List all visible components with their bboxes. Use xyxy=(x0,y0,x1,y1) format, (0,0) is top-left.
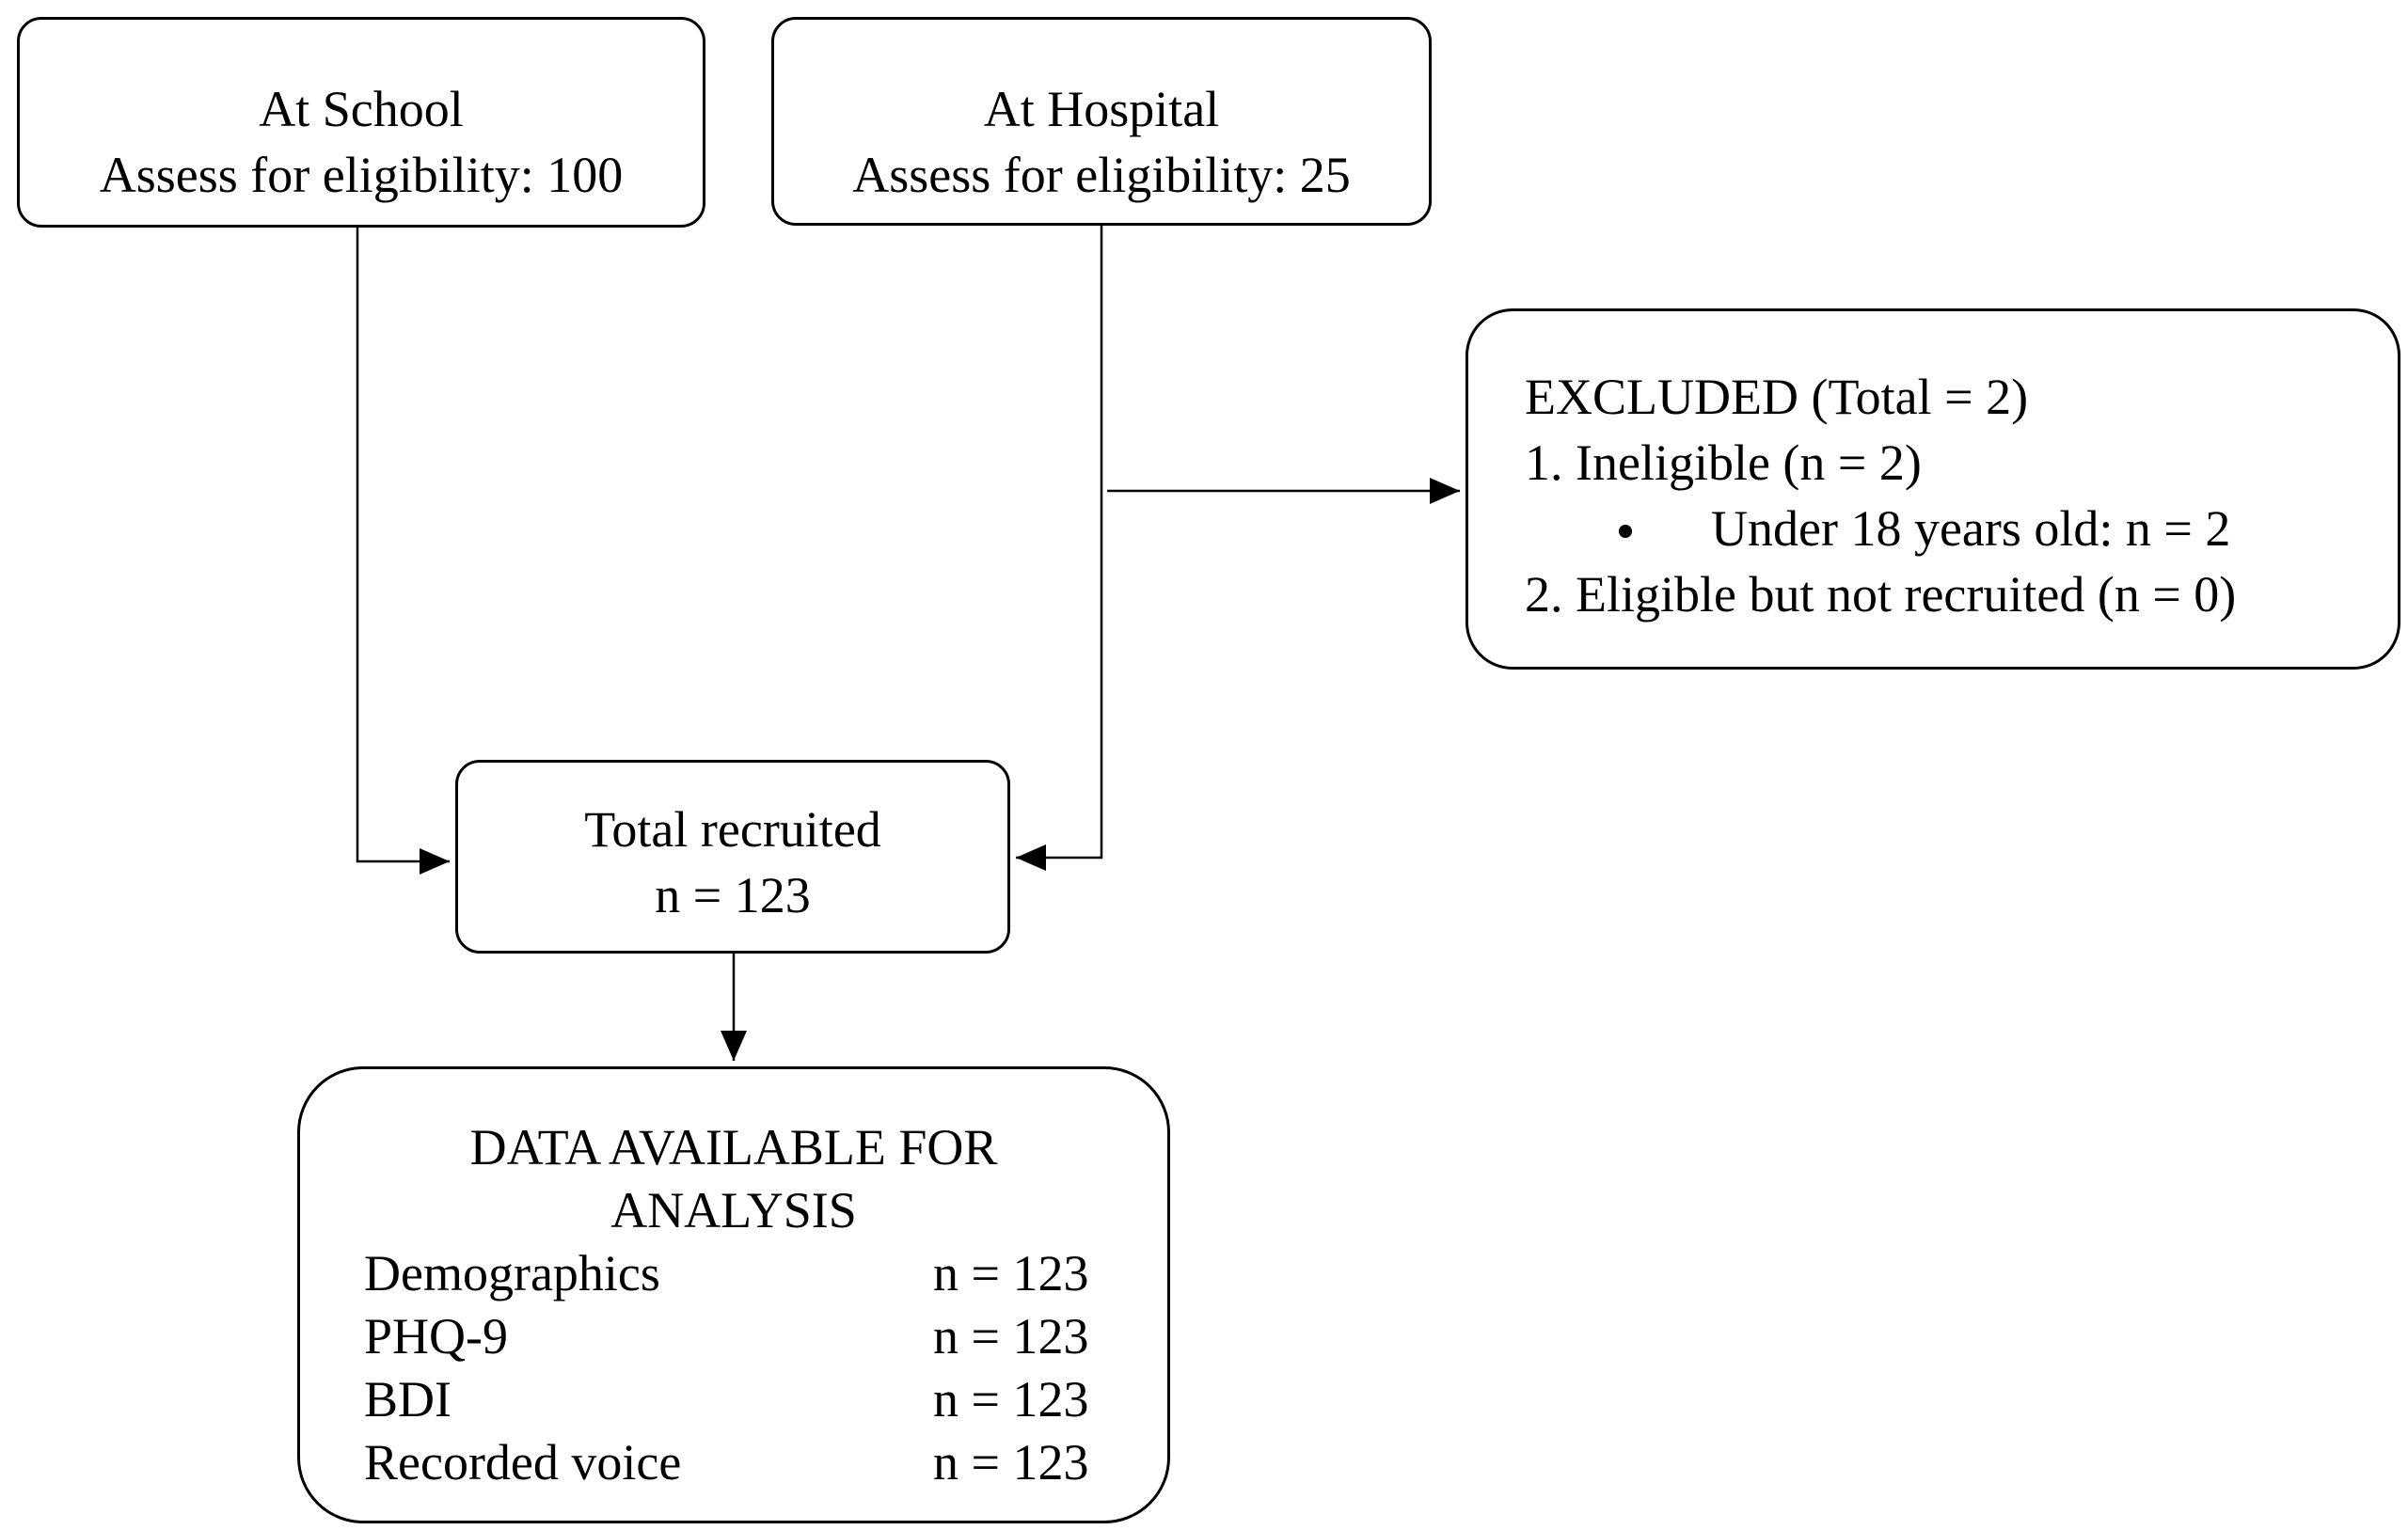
analysis-box: DATA AVAILABLE FOR ANALYSIS Demographics… xyxy=(297,1066,1170,1523)
excluded-bullet-item: Under 18 years old: n = 2 xyxy=(1525,496,2398,561)
hospital-title: At Hospital xyxy=(983,81,1220,137)
analysis-row-label: BDI xyxy=(364,1371,452,1427)
analysis-row-bdi: BDI n = 123 xyxy=(300,1368,1167,1431)
analysis-title-line1: DATA AVAILABLE FOR xyxy=(469,1119,998,1175)
hospital-box: At Hospital Assess for eligibility: 25 xyxy=(771,17,1432,226)
recruited-box: Total recruited n = 123 xyxy=(455,760,1010,954)
analysis-row-phq9: PHQ-9 n = 123 xyxy=(300,1305,1167,1368)
excluded-title: EXCLUDED (Total = 2) xyxy=(1525,369,2029,425)
analysis-title-line2: ANALYSIS xyxy=(610,1182,857,1238)
analysis-row-label: Recorded voice xyxy=(364,1434,682,1491)
analysis-row-demographics: Demographics n = 123 xyxy=(300,1242,1167,1305)
excluded-item-ineligible: 1. Ineligible (n = 2) xyxy=(1525,434,1922,491)
analysis-row-value: n = 123 xyxy=(933,1308,1089,1364)
school-title: At School xyxy=(259,81,464,137)
analysis-row-label: PHQ-9 xyxy=(364,1308,509,1364)
excluded-bullet-text: Under 18 years old: n = 2 xyxy=(1711,500,2231,557)
excluded-item-not-recruited: 2. Eligible but not recruited (n = 0) xyxy=(1525,566,2237,623)
hospital-eligibility: Assess for eligibility: 25 xyxy=(852,147,1351,203)
analysis-row-label: Demographics xyxy=(364,1245,660,1301)
bullet-icon xyxy=(1619,524,1632,538)
recruited-title: Total recruited xyxy=(584,801,881,858)
hospital-to-recruited-arrow xyxy=(1016,226,1103,860)
excluded-box: EXCLUDED (Total = 2) 1. Ineligible (n = … xyxy=(1465,308,2400,670)
analysis-row-value: n = 123 xyxy=(933,1434,1089,1491)
analysis-row-value: n = 123 xyxy=(933,1245,1089,1301)
recruited-count: n = 123 xyxy=(655,867,811,923)
school-box: At School Assess for eligibility: 100 xyxy=(17,17,705,228)
analysis-row-value: n = 123 xyxy=(933,1371,1089,1427)
school-to-recruited-arrow xyxy=(356,228,450,863)
analysis-row-recorded-voice: Recorded voice n = 123 xyxy=(300,1431,1167,1494)
school-eligibility: Assess for eligibility: 100 xyxy=(99,147,624,203)
